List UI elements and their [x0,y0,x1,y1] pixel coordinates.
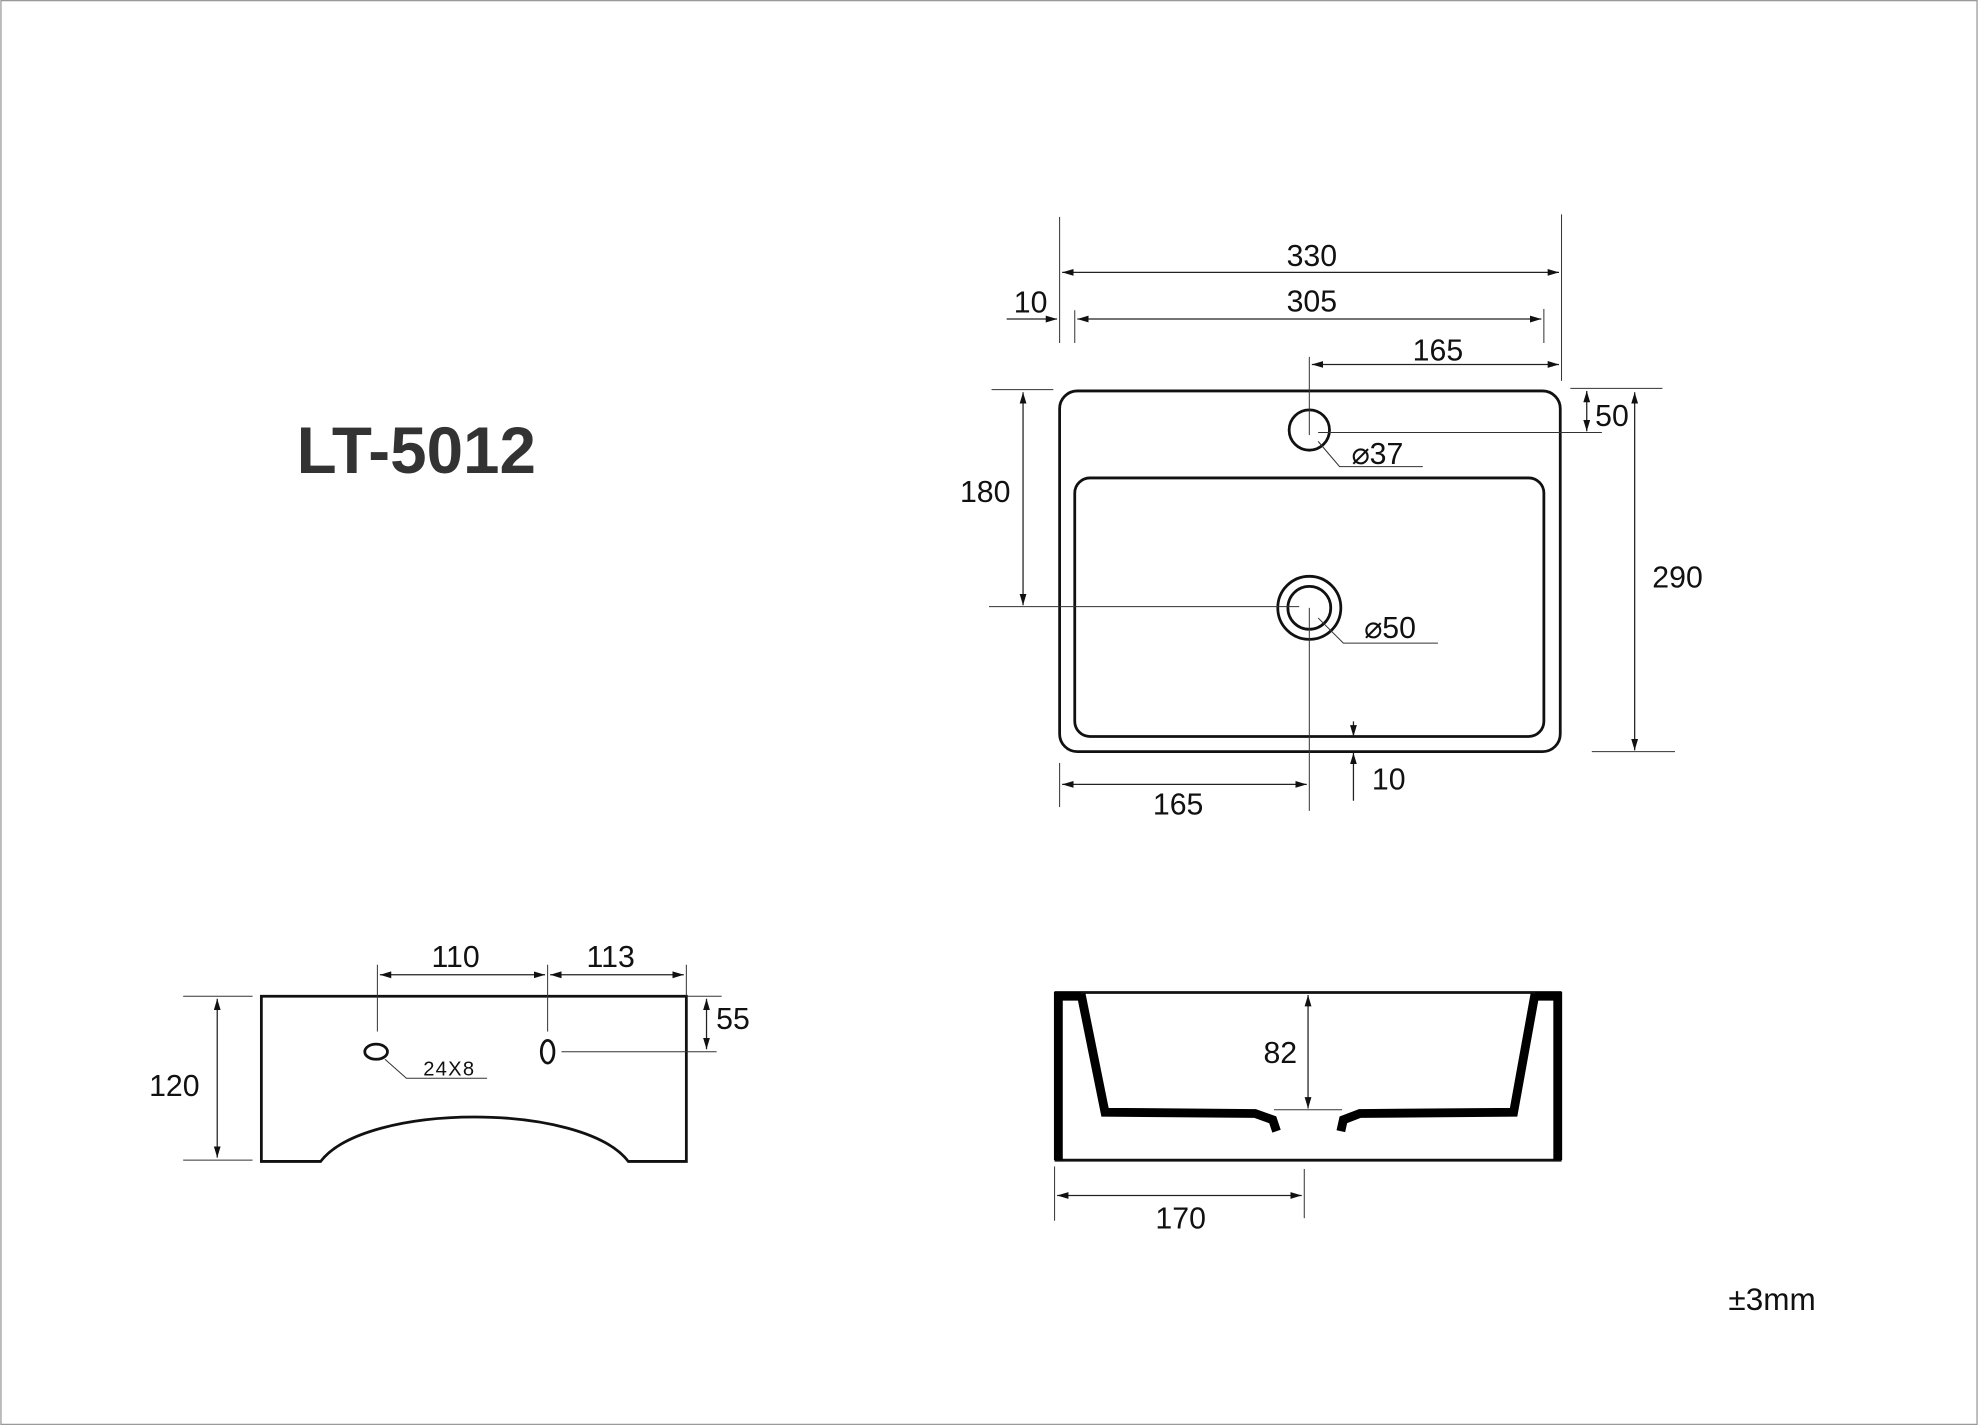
leader-37 [1317,441,1423,468]
dim-330-label: 330 [1287,240,1337,273]
right-bowl-profile [1336,992,1540,1133]
side-view: 24X8 110 113 55 120 [149,941,750,1163]
overflow-slot-side [363,1042,389,1061]
dim-50-label: 50 [1595,400,1629,433]
dim-290-label: 290 [1652,562,1702,595]
section-view: 82 170 [1053,991,1563,1235]
slot-size-label: 24X8 [423,1059,475,1081]
dim-305-label: 305 [1287,285,1337,318]
dim-110-label: 110 [431,941,479,974]
leader-50 [1317,617,1438,644]
faucet-hole-label: ⌀37 [1351,438,1403,471]
top-view: 330 10 305 165 50 ⌀37 180 ⌀50 290 165 10 [960,214,1703,822]
dim-55-label: 55 [716,1003,750,1036]
overflow-slot-front [539,1038,556,1065]
side-outline [259,994,688,1163]
right-wall [1535,991,1563,1161]
dim-10-front-label: 10 [1372,763,1406,796]
dim-120-label: 120 [149,1070,199,1103]
left-bowl-profile [1076,992,1281,1133]
tolerance-note: ±3mm [1728,1281,1815,1317]
model-title: LT-5012 [297,414,536,487]
dim-165-bottom-label: 165 [1153,789,1203,822]
dim-180-label: 180 [960,476,1010,509]
dim-113-label: 113 [587,941,635,974]
dim-10-label: 10 [1014,287,1048,320]
dim-82-label: 82 [1263,1037,1297,1070]
left-wall [1053,991,1082,1161]
dim-170-label: 170 [1155,1202,1205,1235]
dim-165-top-label: 165 [1413,335,1463,368]
basin-outline [1058,389,1562,753]
leader-24x8 [384,1058,488,1079]
drain-hole-label: ⌀50 [1364,612,1416,645]
